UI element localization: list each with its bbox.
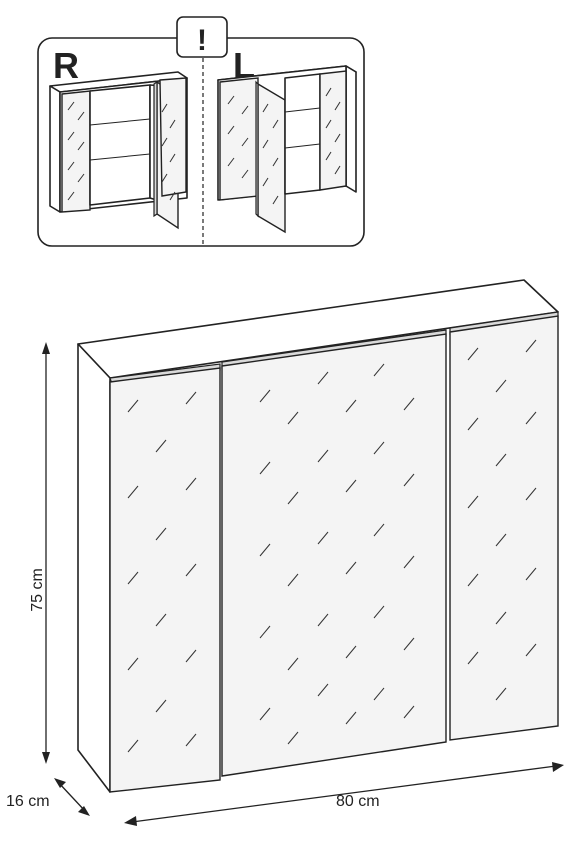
cabinet-l-variant xyxy=(217,65,357,234)
left-mirror-door xyxy=(109,367,221,793)
height-label: 75 cm xyxy=(29,568,46,612)
mirror-glints-l xyxy=(227,87,341,205)
cabinet-left-side xyxy=(77,343,111,793)
right-mirror-door xyxy=(449,315,559,741)
warning-icon: ! xyxy=(197,24,207,57)
depth-label: 16 cm xyxy=(6,793,50,810)
mirror-glints-r xyxy=(67,101,176,201)
height-dimension: 75 cm xyxy=(29,342,50,764)
depth-dimension: 16 cm xyxy=(6,778,90,816)
center-mirror-door xyxy=(221,333,447,777)
warning-box xyxy=(176,16,228,58)
cabinet-r-variant xyxy=(49,71,188,230)
hinge-orientation-inset: ! R L xyxy=(37,16,365,247)
label-r: R xyxy=(53,45,79,86)
width-dimension: 80 cm xyxy=(124,762,564,826)
mirror-glints-main xyxy=(127,339,537,753)
main-cabinet xyxy=(77,279,559,793)
width-label: 80 cm xyxy=(336,793,380,810)
